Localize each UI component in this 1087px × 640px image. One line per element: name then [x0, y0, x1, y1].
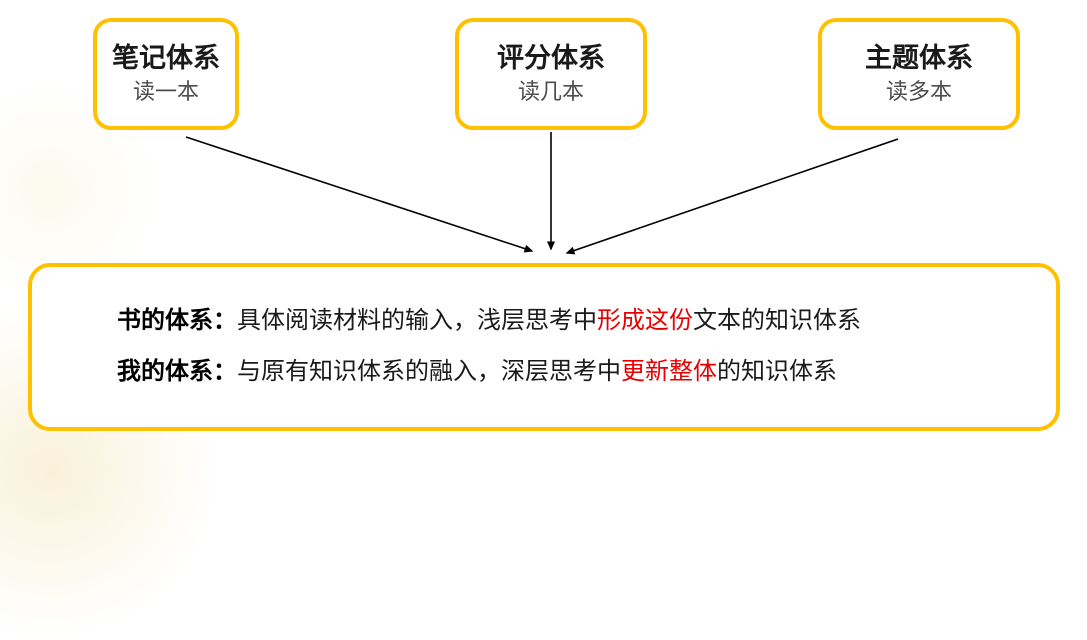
notes-system-subtitle: 读一本: [132, 78, 199, 104]
my-system-text-highlight: 更新整体: [621, 358, 717, 385]
summary-box: 书的体系：具体阅读材料的输入，浅层思考中形成这份文本的知识体系 我的体系：与原有…: [28, 263, 1060, 431]
notes-system-box: 笔记体系 读一本: [93, 18, 239, 130]
book-system-label: 书的体系：: [117, 307, 237, 335]
rating-system-subtitle: 读几本: [517, 78, 584, 104]
topic-system-box: 主题体系 读多本: [818, 18, 1020, 130]
notes-system-title: 笔记体系: [112, 43, 220, 74]
rating-system-title: 评分体系: [497, 43, 605, 74]
arrow-topic-to-bottom: [565, 138, 899, 255]
my-system-label: 我的体系：: [117, 358, 237, 385]
book-system-text-pre: 具体阅读材料的输入，浅层思考中: [237, 307, 597, 335]
book-system-line: 书的体系：具体阅读材料的输入，浅层思考中形成这份文本的知识体系: [117, 307, 1026, 336]
topic-system-subtitle: 读多本: [885, 78, 952, 104]
book-system-text-highlight: 形成这份: [597, 307, 693, 335]
arrow-notes-to-bottom: [185, 136, 534, 253]
rating-system-box: 评分体系 读几本: [455, 18, 647, 130]
my-system-text-pre: 与原有知识体系的融入，深层思考中: [237, 358, 621, 385]
my-system-line: 我的体系：与原有知识体系的融入，深层思考中更新整体的知识体系: [117, 358, 1026, 387]
book-system-text-post: 文本的知识体系: [693, 307, 861, 335]
topic-system-title: 主题体系: [865, 43, 973, 74]
my-system-text-post: 的知识体系: [717, 358, 837, 385]
